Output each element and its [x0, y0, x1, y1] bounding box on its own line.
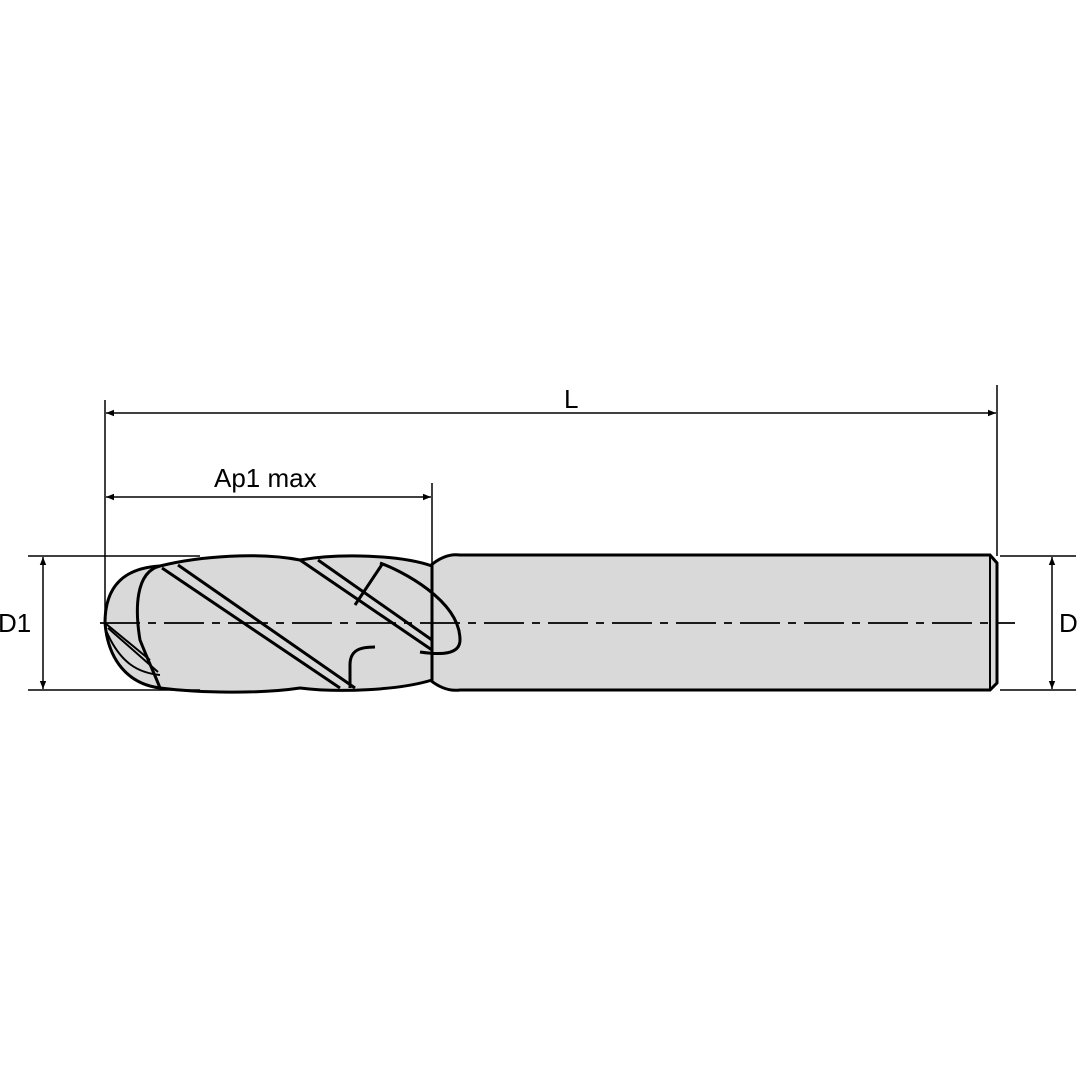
- label-L: L: [564, 384, 578, 414]
- extension-lines: [28, 385, 1076, 691]
- label-ap1-max: Ap1 max: [214, 463, 317, 493]
- cutting-head: [103, 554, 462, 694]
- label-D: D: [1059, 608, 1078, 638]
- label-D1: D1: [0, 608, 31, 638]
